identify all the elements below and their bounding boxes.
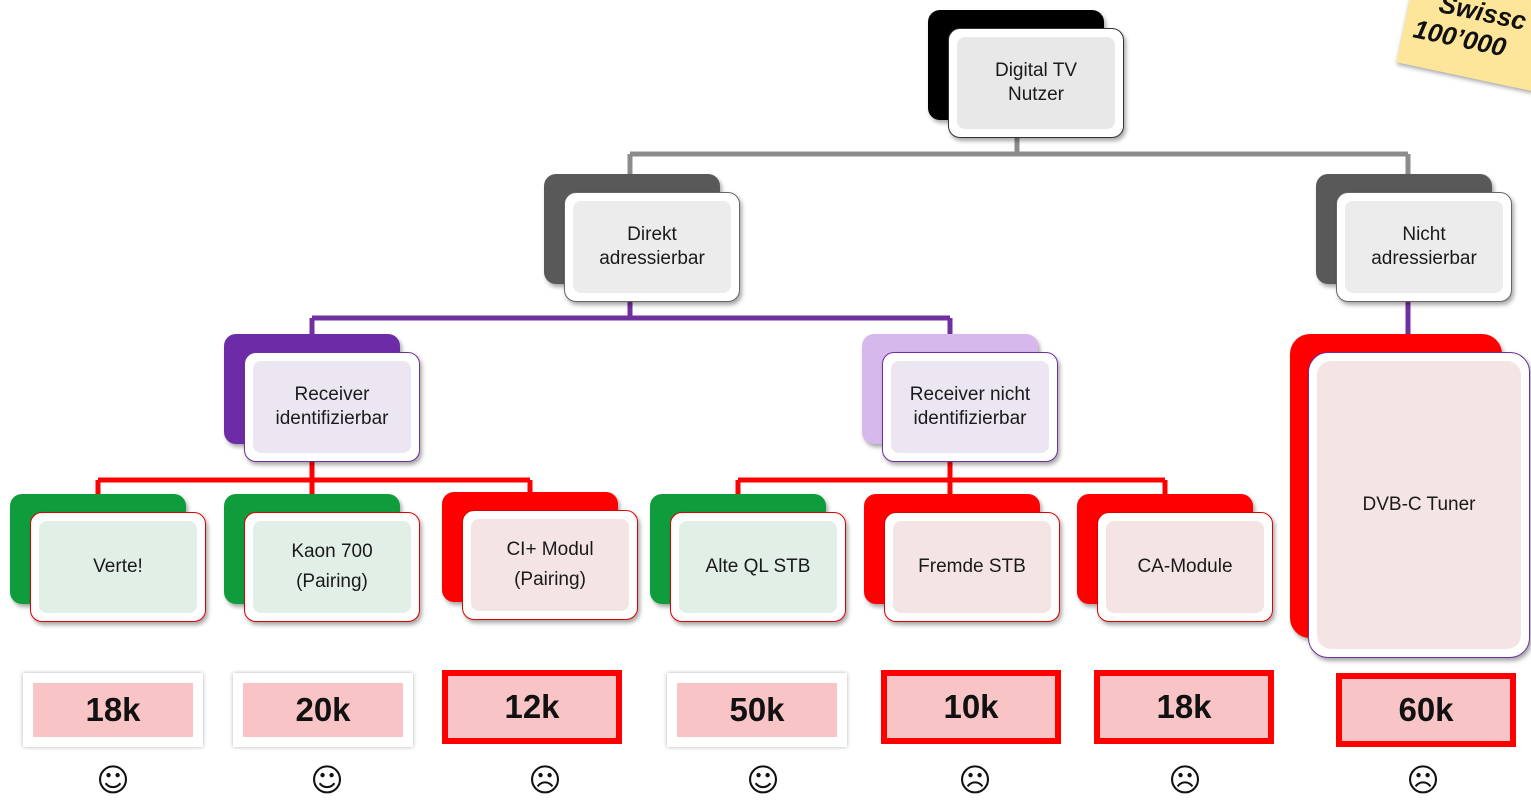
frown-icon: ☹ (1406, 761, 1440, 799)
node-label: DVB-C Tuner (1362, 494, 1476, 515)
frown-icon: ☹ (958, 761, 992, 799)
count-ci: 12k (442, 670, 622, 744)
node-front: DVB-C Tuner (1308, 352, 1530, 658)
node-kaon-700: Kaon 700 (Pairing) (224, 494, 420, 622)
node-label: Nicht adressierbar (1371, 224, 1477, 269)
count-ca: 18k (1094, 670, 1274, 744)
node-label: CI+ Modul (Pairing) (506, 539, 594, 590)
node-front: Alte QL STB (670, 512, 846, 622)
node-fremde-stb: Fremde STB (864, 494, 1060, 622)
count-verte: 18k (23, 673, 203, 747)
node-front: Fremde STB (884, 512, 1060, 622)
node-front: Receiver identifizierbar (244, 352, 420, 462)
node-front: Receiver nicht identifizierbar (882, 352, 1058, 462)
node-label: Alte QL STB (705, 556, 811, 577)
node-front: Nicht adressierbar (1336, 192, 1512, 302)
connector-direkt (309, 298, 953, 340)
node-direkt-adressierbar: Direkt adressierbar (544, 174, 740, 302)
node-label: CA-Module (1137, 556, 1233, 577)
node-label: Digital TV Nutzer (994, 60, 1077, 105)
frown-icon: ☹ (1168, 761, 1202, 799)
node-label: Receiver nicht identifizierbar (909, 384, 1031, 429)
count-dvbc: 60k (1336, 673, 1516, 747)
node-receiver-identifizierbar: Receiver identifizierbar (224, 334, 420, 464)
node-alte-ql-stb: Alte QL STB (650, 494, 846, 622)
connector-root (627, 136, 1411, 178)
node-dvb-c-tuner: DVB-C Tuner (1290, 334, 1530, 660)
node-nicht-adressierbar: Nicht adressierbar (1316, 174, 1512, 302)
node-front: Digital TV Nutzer (948, 28, 1124, 138)
node-ca-module: CA-Module (1077, 494, 1273, 622)
connector-recv-id (95, 462, 533, 498)
node-ci-modul: CI+ Modul (Pairing) (442, 492, 638, 620)
node-label: Verte! (93, 556, 143, 577)
node-verte: Verte! (10, 494, 206, 622)
node-digital-tv-nutzer: Digital TV Nutzer (928, 10, 1124, 138)
count-alte: 50k (667, 673, 847, 747)
connector-recv-nicht (735, 462, 1168, 498)
node-receiver-nicht-identifizierbar: Receiver nicht identifizierbar (862, 334, 1058, 464)
node-label: Receiver identifizierbar (275, 384, 389, 429)
node-front: Direkt adressierbar (564, 192, 740, 302)
node-front: CI+ Modul (Pairing) (462, 510, 638, 620)
smiley-icon: ☺ (746, 761, 780, 799)
node-front: Verte! (30, 512, 206, 622)
count-fremde: 10k (881, 670, 1061, 744)
node-front: Kaon 700 (Pairing) (244, 512, 420, 622)
node-label: Fremde STB (918, 556, 1026, 577)
node-label: Kaon 700 (Pairing) (291, 541, 373, 592)
node-front: CA-Module (1097, 512, 1273, 622)
frown-icon: ☹ (528, 761, 562, 799)
smiley-icon: ☺ (96, 761, 130, 799)
smiley-icon: ☺ (310, 761, 344, 799)
count-kaon: 20k (233, 673, 413, 747)
node-label: Direkt adressierbar (599, 224, 705, 269)
